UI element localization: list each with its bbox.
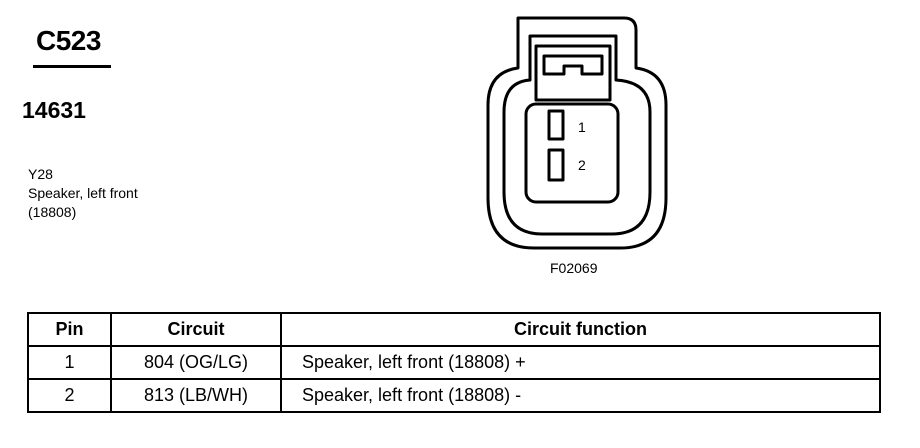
- connector-id: C523: [36, 25, 101, 56]
- table-row: 1 804 (OG/LG) Speaker, left front (18808…: [27, 345, 881, 380]
- connector-latch: [534, 44, 612, 102]
- part-number: 14631: [22, 97, 86, 123]
- pin-1-cavity: [547, 109, 565, 141]
- cell-circuit: 813 (LB/WH): [110, 378, 282, 413]
- cell-circuit: 804 (OG/LG): [110, 345, 282, 380]
- header-pin: Pin: [27, 312, 112, 347]
- header-circuit: Circuit: [110, 312, 282, 347]
- component-info: Y28 Speaker, left front (18808): [28, 165, 138, 222]
- connector-housing-outer: [486, 16, 668, 250]
- pinout-table: Pin Circuit Circuit function 1 804 (OG/L…: [27, 312, 881, 413]
- pin-2-cavity: [547, 148, 565, 182]
- table-row: 2 813 (LB/WH) Speaker, left front (18808…: [27, 378, 881, 413]
- component-code: Y28: [28, 166, 53, 182]
- table-header-row: Pin Circuit Circuit function: [27, 312, 881, 347]
- header-circuit-function: Circuit function: [280, 312, 881, 347]
- pin-1-label: 1: [578, 119, 586, 135]
- connector-face-diagram: 1 2: [486, 16, 668, 250]
- cell-pin: 2: [27, 378, 112, 413]
- pin-2-label: 2: [578, 157, 586, 173]
- component-name: Speaker, left front: [28, 185, 138, 201]
- figure-code: F02069: [550, 260, 598, 276]
- cell-function: Speaker, left front (18808) +: [280, 345, 881, 380]
- cell-function: Speaker, left front (18808) -: [280, 378, 881, 413]
- component-part-number: (18808): [28, 204, 77, 220]
- cell-pin: 1: [27, 345, 112, 380]
- connector-housing-inner: [502, 34, 652, 236]
- connector-terminal-body: [524, 102, 620, 204]
- title-underline: [33, 65, 111, 68]
